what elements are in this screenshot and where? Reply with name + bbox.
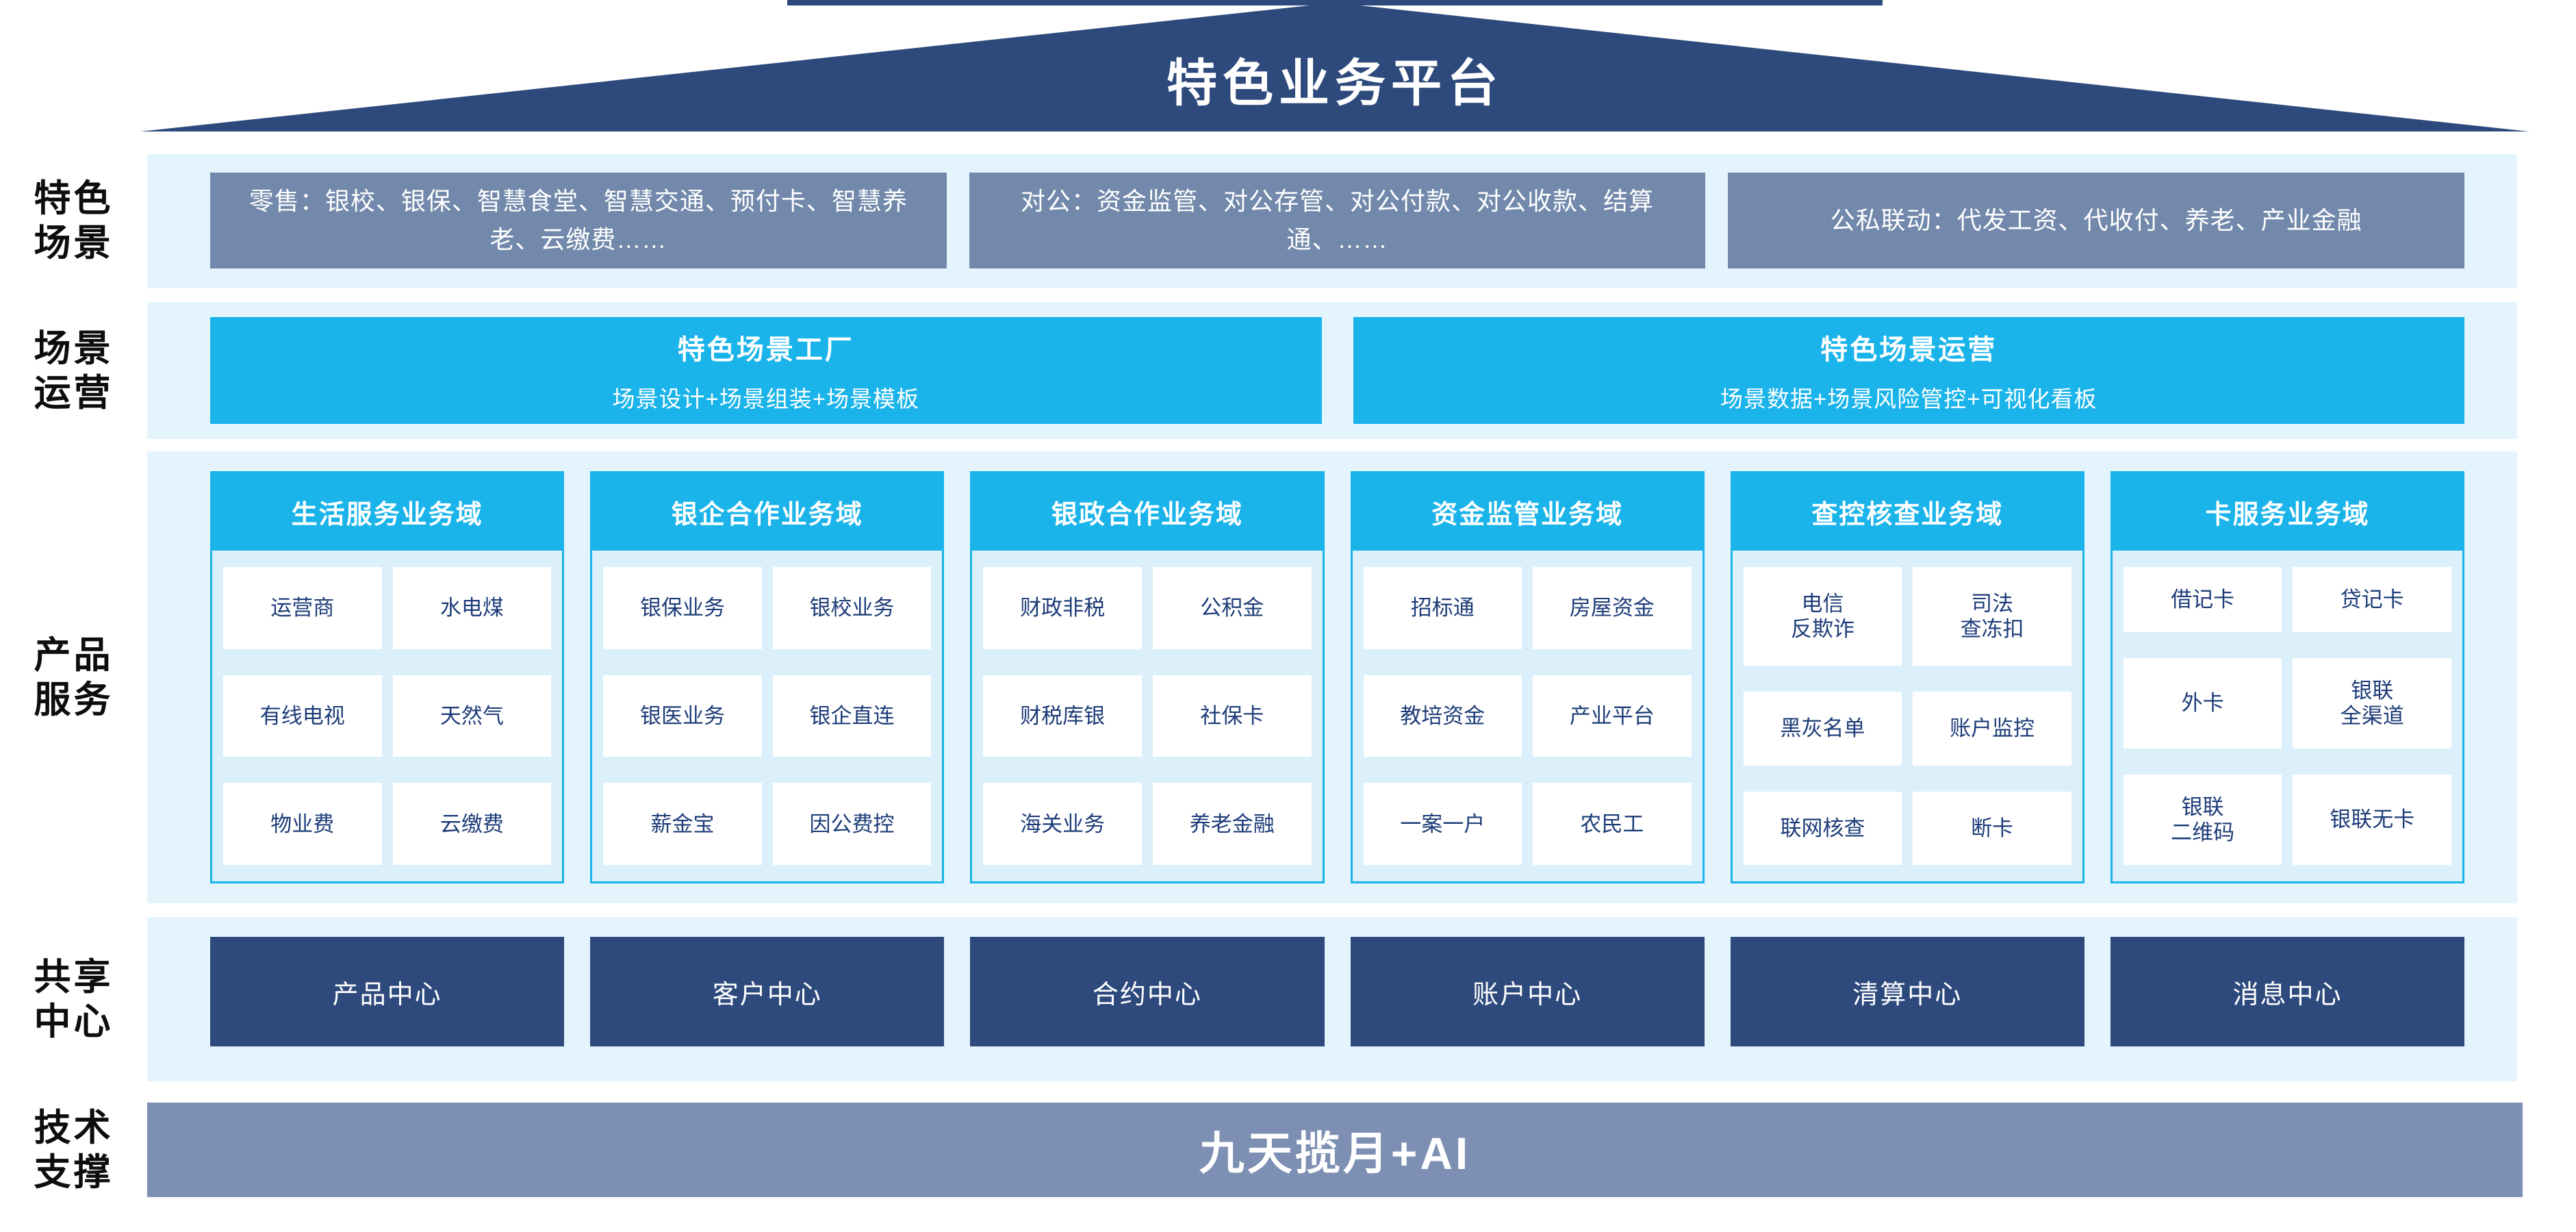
product-cell: 银联 全渠道: [2293, 657, 2452, 749]
product-cell: 外卡: [2123, 657, 2282, 749]
product-cell: 薪金宝: [603, 783, 762, 865]
product-column-life-services: 生活服务业务域 运营商 水电煤 有线电视 天然气 物业费 云缴费: [210, 471, 565, 883]
product-column-card-services: 卡服务业务域 借记卡 贷记卡 外卡 银联 全渠道 银联 二维码 银联无卡: [2110, 471, 2465, 883]
product-cell: 招标通: [1363, 567, 1522, 649]
product-cell: 运营商: [223, 567, 382, 649]
product-cell: 司法 查冻扣: [1913, 567, 2071, 666]
scene-box-public-private: 公私联动：代发工资、代收付、养老、产业金融: [1728, 173, 2465, 268]
product-cell: 因公费控: [772, 783, 932, 865]
product-column-inquiry-control: 查控核查业务域 电信 反欺诈 司法 查冻扣 黑灰名单 账户监控 联网核查 断卡: [1730, 471, 2084, 883]
product-cell: 银联 二维码: [2123, 774, 2282, 865]
product-column-header: 资金监管业务域: [1352, 473, 1703, 551]
product-cell: 有线电视: [223, 675, 382, 757]
share-box-account: 账户中心: [1350, 937, 1705, 1046]
ops-box-subtitle: 场景设计+场景组装+场景模板: [612, 386, 920, 412]
product-cell: 账户监控: [1913, 692, 2071, 766]
band-shared-centers: 产品中心 客户中心 合约中心 账户中心 清算中心 消息中心: [147, 917, 2517, 1081]
product-column-header: 银企合作业务域: [592, 473, 943, 551]
product-cell: 产业平台: [1533, 675, 1692, 757]
product-cell: 海关业务: [983, 783, 1142, 865]
product-cell: 黑灰名单: [1743, 692, 1902, 766]
product-cell: 云缴费: [392, 783, 552, 865]
product-cell: 借记卡: [2123, 567, 2282, 632]
scene-box-corporate: 对公：资金监管、对公存管、对公付款、对公收款、结算通、……: [969, 173, 1706, 268]
product-cell: 银企直连: [772, 675, 932, 757]
product-cell: 财政非税: [983, 567, 1142, 649]
share-box-message: 消息中心: [2110, 937, 2465, 1046]
product-column-fund-supervision: 资金监管业务域 招标通 房屋资金 教培资金 产业平台 一案一户 农民工: [1350, 471, 1705, 883]
product-cell: 银校业务: [772, 567, 932, 649]
product-cell: 水电煤: [392, 567, 552, 649]
ops-box-title: 特色场景工厂: [677, 335, 854, 365]
product-cell: 财税库银: [983, 675, 1142, 757]
product-column-header: 查控核查业务域: [1732, 473, 2082, 551]
share-box-contract: 合约中心: [970, 937, 1325, 1046]
ops-box-scene-factory: 特色场景工厂 场景设计+场景组装+场景模板: [210, 317, 1322, 424]
product-cell: 社保卡: [1152, 675, 1312, 757]
product-cell: 贷记卡: [2293, 567, 2452, 632]
band-products: 生活服务业务域 运营商 水电煤 有线电视 天然气 物业费 云缴费 银企合作业务域…: [147, 451, 2517, 903]
product-cell: 养老金融: [1152, 783, 1312, 865]
product-column-bank-enterprise: 银企合作业务域 银保业务 银校业务 银医业务 银企直连 薪金宝 因公费控: [590, 471, 945, 883]
ops-box-title: 特色场景运营: [1820, 335, 1998, 365]
product-cell: 银联无卡: [2293, 774, 2452, 865]
product-cell: 房屋资金: [1533, 567, 1692, 649]
product-cell: 农民工: [1533, 783, 1692, 865]
product-cell: 教培资金: [1363, 675, 1522, 757]
product-column-header: 生活服务业务域: [212, 473, 563, 551]
ops-box-scene-operation: 特色场景运营 场景数据+场景风险管控+可视化看板: [1353, 317, 2464, 424]
side-label-share: 共享 中心: [34, 957, 114, 1042]
band-operations: 特色场景工厂 场景设计+场景组装+场景模板 特色场景运营 场景数据+场景风险管控…: [147, 302, 2517, 439]
ops-box-subtitle: 场景数据+场景风险管控+可视化看板: [1720, 386, 2097, 412]
platform-title: 特色业务平台: [1166, 55, 1503, 112]
platform-roof: 特色业务平台: [140, 3, 2529, 131]
product-cell: 一案一户: [1363, 783, 1522, 865]
side-label-products: 产品 服务: [34, 635, 114, 720]
side-label-ops: 场景 运营: [34, 328, 114, 414]
product-column-bank-government: 银政合作业务域 财政非税 公积金 财税库银 社保卡 海关业务 养老金融: [970, 471, 1325, 883]
share-box-product: 产品中心: [210, 937, 565, 1046]
product-cell: 公积金: [1152, 567, 1312, 649]
product-cell: 银医业务: [603, 675, 762, 757]
side-label-scenes: 特色 场景: [34, 178, 114, 264]
tech-support-label: 九天揽月+AI: [1199, 1128, 1471, 1179]
product-cell: 断卡: [1913, 791, 2071, 865]
tech-support-bar: 九天揽月+AI: [147, 1103, 2523, 1197]
band-scenes: 零售：银校、银保、智慧食堂、智慧交通、预付卡、智慧养老、云缴费…… 对公：资金监…: [147, 154, 2517, 288]
share-box-clearing: 清算中心: [1730, 937, 2084, 1046]
product-cell: 银保业务: [603, 567, 762, 649]
product-column-header: 卡服务业务域: [2112, 473, 2463, 551]
side-label-tech: 技术 支撑: [34, 1107, 114, 1193]
share-box-customer: 客户中心: [590, 937, 945, 1046]
product-cell: 物业费: [223, 783, 382, 865]
product-cell: 联网核查: [1743, 791, 1902, 865]
scene-box-retail: 零售：银校、银保、智慧食堂、智慧交通、预付卡、智慧养老、云缴费……: [210, 173, 947, 268]
product-cell: 电信 反欺诈: [1743, 567, 1902, 666]
product-column-header: 银政合作业务域: [972, 473, 1323, 551]
product-cell: 天然气: [392, 675, 552, 757]
